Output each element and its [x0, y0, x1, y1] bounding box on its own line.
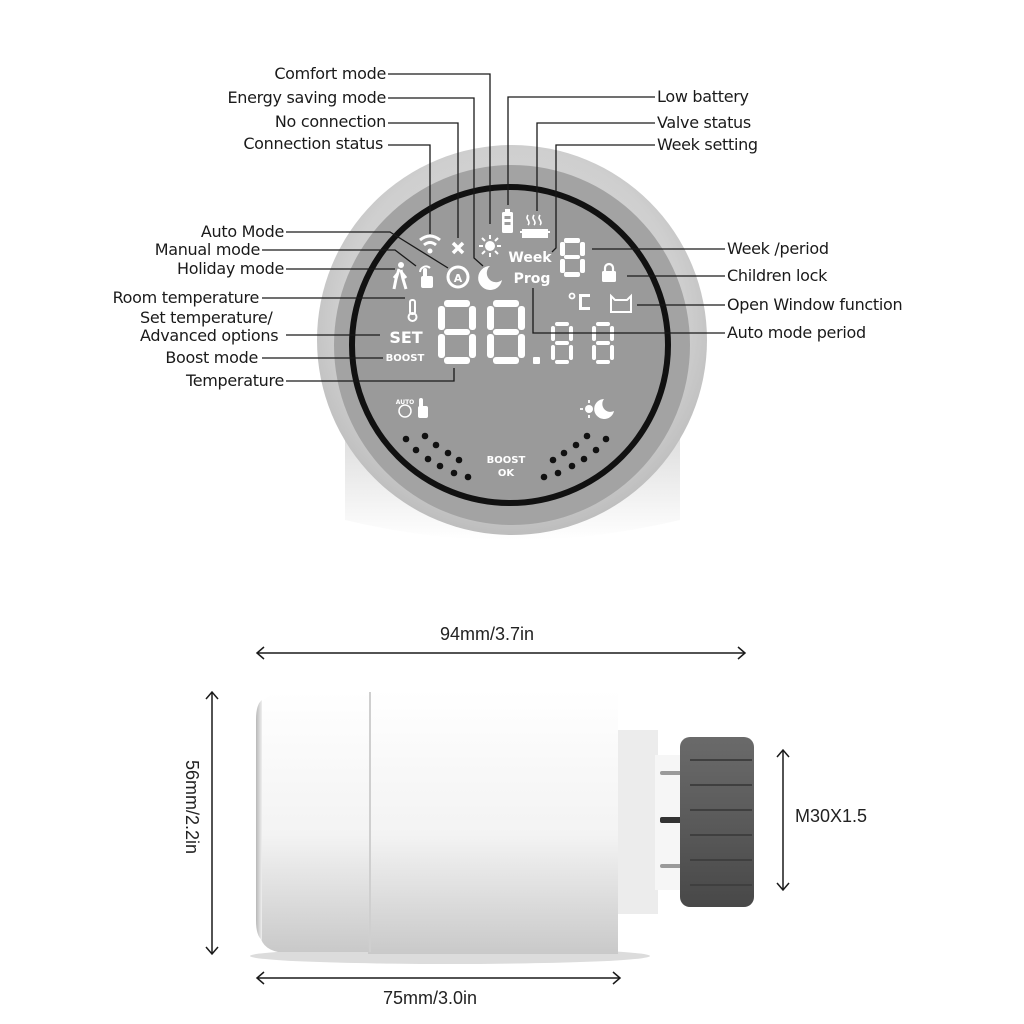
- label-low-battery: Low battery: [657, 87, 749, 106]
- wifi-icon: [419, 234, 441, 254]
- label-advanced-options: Advanced options: [140, 326, 279, 345]
- lcd-set-text: SET: [389, 328, 422, 347]
- celsius-icon: [568, 292, 590, 310]
- dimension-thread: M30X1.5: [795, 806, 868, 826]
- m30-nut: [680, 737, 754, 907]
- label-holiday-mode: Holiday mode: [176, 259, 284, 278]
- lcd-week-text: Week: [508, 250, 552, 266]
- main-body: [368, 690, 618, 954]
- auto-manual-button-icon[interactable]: AUTO: [396, 398, 428, 418]
- svg-text:BOOST: BOOST: [487, 455, 526, 466]
- lcd-boost-text: BOOST: [386, 353, 425, 364]
- label-comfort-mode: Comfort mode: [274, 64, 386, 83]
- label-energy-saving-mode: Energy saving mode: [227, 88, 386, 107]
- dimension-body-length: 75mm/3.0in: [383, 988, 478, 1008]
- boost-ok-button[interactable]: BOOST OK: [487, 455, 526, 479]
- label-auto-mode: Auto Mode: [200, 222, 284, 241]
- no-connection-icon: [451, 241, 465, 255]
- bezel-ring: [349, 184, 671, 506]
- label-temperature: Temperature: [185, 371, 284, 390]
- week-period-digit: [560, 238, 585, 277]
- auto-mode-period-digits: [551, 322, 614, 364]
- main-temperature-digits: [438, 300, 540, 364]
- moon-icon: [478, 266, 502, 290]
- label-boost-mode: Boost mode: [165, 348, 258, 367]
- label-children-lock: Children lock: [727, 266, 828, 285]
- right-dial-dots[interactable]: [540, 432, 610, 481]
- auto-mode-icon: A: [446, 265, 470, 289]
- dimension-diameter: 56mm/2.2in: [182, 760, 202, 855]
- end-cap: [260, 692, 368, 952]
- svg-text:AUTO: AUTO: [396, 399, 415, 406]
- svg-text:A: A: [454, 272, 463, 285]
- label-week-setting: Week setting: [657, 135, 758, 154]
- label-connection-status: Connection status: [243, 134, 383, 153]
- label-valve-status: Valve status: [657, 113, 751, 132]
- holiday-walker-icon: [392, 262, 408, 290]
- lcd-display: A: [262, 73, 725, 481]
- lcd-prog-text: Prog: [514, 271, 551, 287]
- label-open-window: Open Window function: [727, 295, 903, 314]
- valve-status-icon: [520, 214, 550, 238]
- label-week-period: Week /period: [727, 239, 829, 258]
- label-manual-mode: Manual mode: [154, 240, 261, 259]
- svg-text:OK: OK: [498, 468, 516, 479]
- label-no-connection: No connection: [274, 112, 386, 131]
- children-lock-icon: [602, 262, 616, 282]
- dimension-total-length: 94mm/3.7in: [440, 624, 535, 644]
- sun-icon: [479, 235, 501, 257]
- thermostat-side-view: [205, 646, 790, 985]
- dimension-arrows: [205, 646, 790, 985]
- battery-icon: [502, 209, 513, 233]
- open-window-icon: [610, 293, 632, 313]
- label-auto-mode-period: Auto mode period: [727, 323, 866, 342]
- thermometer-icon: [407, 299, 418, 322]
- callout-lines: [262, 73, 725, 382]
- comfort-eco-button-icon[interactable]: [580, 399, 614, 419]
- left-dial-dots[interactable]: [402, 432, 472, 481]
- label-room-temperature: Room temperature: [112, 288, 260, 307]
- label-set-temperature: Set temperature/: [140, 308, 273, 327]
- manual-hand-icon: [419, 265, 433, 288]
